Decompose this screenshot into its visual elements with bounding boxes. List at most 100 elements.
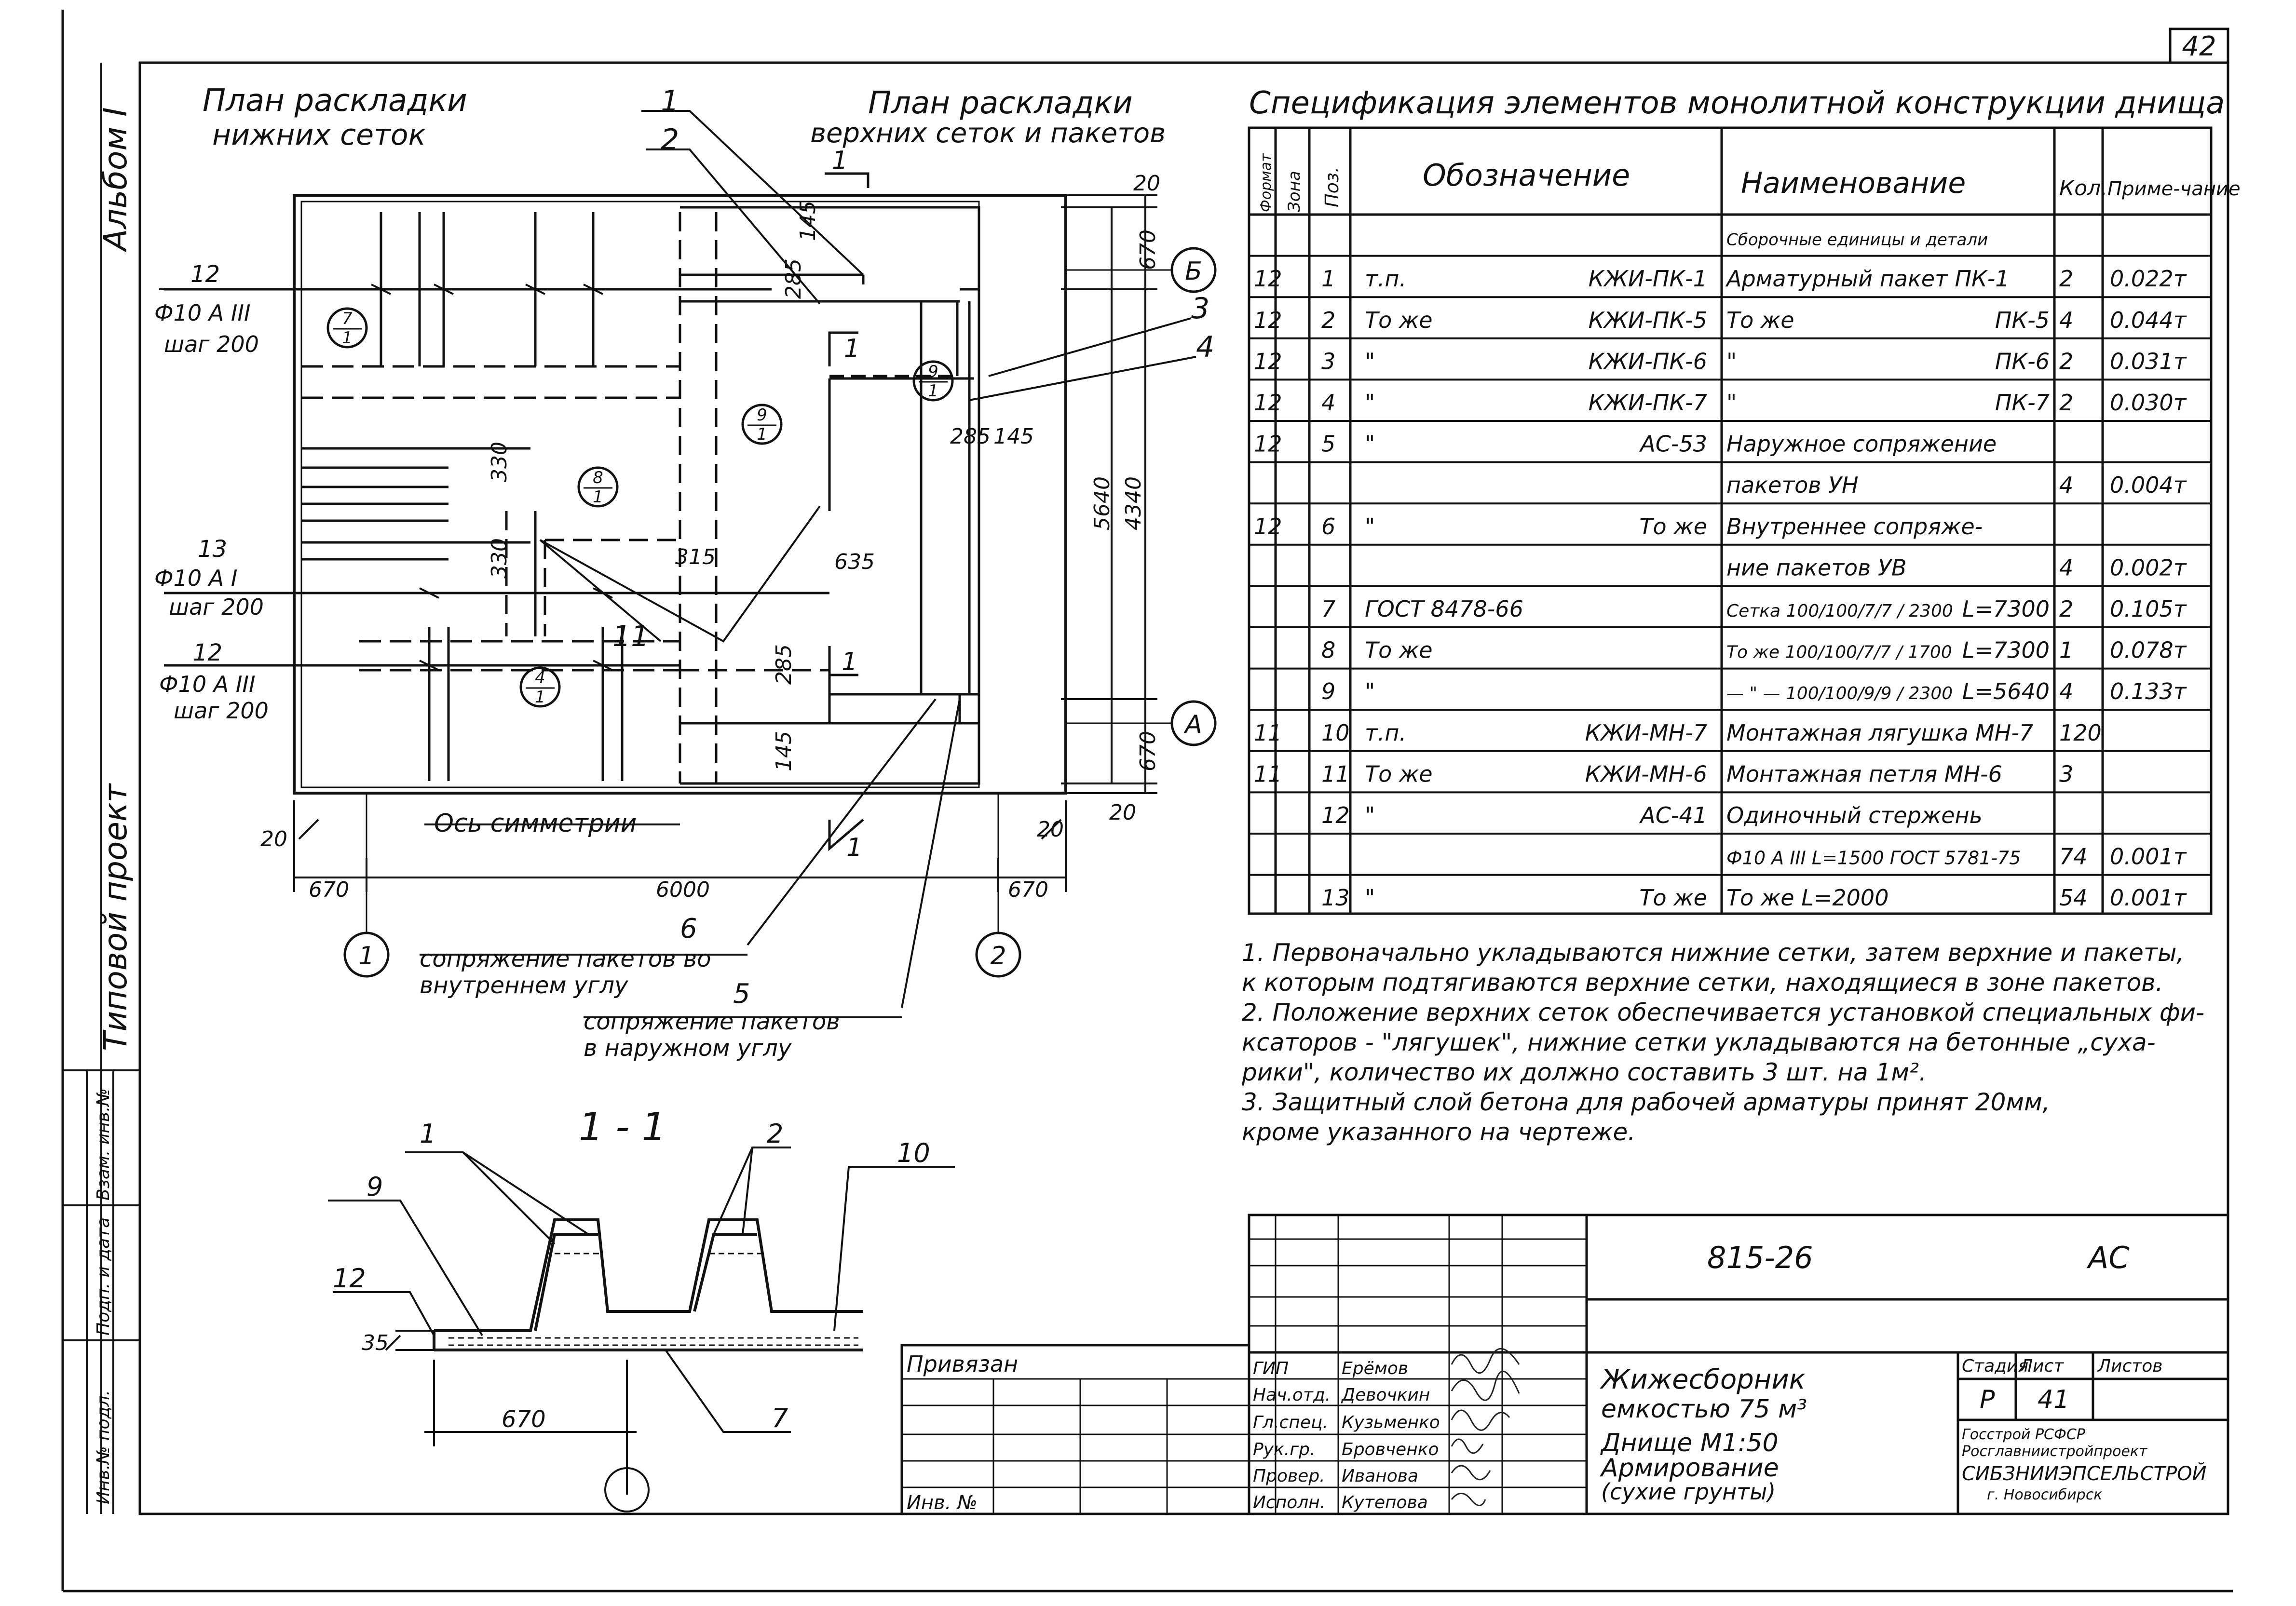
- callout-12a-bar: Ф10 A III: [154, 300, 251, 326]
- tb-staff-name: Иванова: [1342, 1466, 1418, 1486]
- spec-cell-pos: 9: [1321, 678, 1335, 704]
- plan-title-lower-2: нижних сеток: [212, 118, 426, 152]
- spec-cell-desig-r: То же: [1639, 513, 1707, 540]
- dim-330a: 330: [487, 442, 512, 482]
- spec-cell-desig-l: ": [1365, 513, 1375, 540]
- section-mark-1a: 1: [832, 146, 848, 175]
- spec-cell-name-l: ние пакетов УВ: [1726, 554, 1907, 580]
- spec-cell-qty: 2: [2059, 266, 2073, 292]
- callout-12b-step: шаг 200: [174, 698, 269, 724]
- mark-9a-bottom: 1: [757, 425, 767, 444]
- note-line: к которым подтягиваются верхние сетки, н…: [1242, 969, 2163, 997]
- junction-inner-line1: сопряжение пакетов во: [420, 945, 711, 972]
- dim-285b: 285: [950, 424, 991, 449]
- spec-cell-note: 0.002т: [2110, 554, 2187, 580]
- spec-cell-desig-l: ": [1365, 348, 1375, 374]
- tb-staff-role: Исполн.: [1253, 1493, 1325, 1512]
- spec-cell-desig-l: т.п.: [1365, 720, 1406, 746]
- side-stamp-sign: Подп. и дата: [94, 1217, 113, 1336]
- section-mark-1d: 1: [846, 833, 862, 862]
- tb-staff-role: Гл.спец.: [1253, 1413, 1328, 1432]
- spec-cell-note: 0.001т: [2110, 844, 2187, 870]
- callout-12a-step: шаг 200: [164, 331, 259, 357]
- spec-cell-qty: 4: [2059, 472, 2073, 498]
- spec-cell-fmt: 12: [1254, 307, 1282, 333]
- spec-cell-desig-r: КЖИ-ПК-5: [1589, 307, 1707, 333]
- spec-cell-pos: 1: [1321, 266, 1335, 292]
- spec-cell-name-l: Ф10 A III L=1500 ГОСТ 5781-75: [1726, 848, 2021, 869]
- side-stamp-replace: Взам. инв.№: [94, 1088, 113, 1201]
- dim-285a: 285: [781, 258, 806, 299]
- plan-leader-2: 2: [661, 123, 679, 157]
- spec-cell-name-l: — " — 100/100/9/9 / 2300: [1726, 684, 1953, 703]
- section-leader-10: 10: [897, 1138, 930, 1168]
- tb-sheet-title-2: Армирование: [1600, 1454, 1779, 1483]
- spec-cell-pos: 8: [1321, 637, 1335, 663]
- spec-cell-desig-r: КЖИ-ПК-1: [1589, 266, 1707, 292]
- plan-leader-4: 4: [1196, 330, 1214, 364]
- tb-org-2: Росглавниистройпроект: [1962, 1443, 2148, 1460]
- side-stamp-inv: Инв.№ подл.: [94, 1390, 113, 1504]
- spec-cell-note: 0.133т: [2110, 678, 2187, 704]
- spec-cell-name-l: Одиночный стержень: [1726, 802, 1983, 828]
- tb-org-1: Госстрой РСФСР: [1962, 1426, 2086, 1443]
- callout-13-bar: Ф10 A I: [154, 565, 237, 591]
- dim-315: 315: [675, 545, 716, 569]
- spec-cell-qty: 4: [2059, 678, 2073, 704]
- spec-cell-fmt: 12: [1254, 266, 1282, 292]
- dim-145b: 145: [993, 424, 1034, 449]
- spec-cell-desig-r: АС-41: [1639, 802, 1707, 828]
- dim-20b: 20: [1109, 800, 1136, 825]
- section-leader-12: 12: [333, 1263, 366, 1294]
- dim-4340: 4340: [1121, 476, 1146, 530]
- tb-object-2: емкостью 75 м³: [1601, 1395, 1807, 1424]
- dim-145a: 145: [796, 201, 820, 241]
- note-line: рики", количество их должно составить 3 …: [1242, 1058, 1927, 1086]
- mark-9b-top: 9: [928, 362, 938, 381]
- spec-cell-fmt: 12: [1254, 431, 1282, 457]
- spec-cell-pos: 2: [1321, 307, 1335, 333]
- spec-table: Спецификация элементов монолитной констр…: [1248, 85, 2241, 915]
- section-mark-1c: 1: [842, 648, 857, 676]
- spec-cell-note: 0.030т: [2110, 390, 2187, 416]
- note-line: 2. Положение верхних сеток обеспечиваетс…: [1242, 999, 2205, 1026]
- sheet-number-box: [2169, 27, 2229, 64]
- symmetry-axis-label: Ось симметрии: [434, 809, 637, 838]
- dim-285c: 285: [772, 644, 796, 685]
- spec-cell-qty: 54: [2059, 885, 2088, 911]
- spec-cell-desig-r: КЖИ-ПК-6: [1589, 348, 1707, 374]
- spec-cell-fmt: 11: [1254, 720, 1282, 746]
- dim-670d: 670: [1008, 877, 1048, 902]
- spec-header-note: Приме-чание: [2107, 178, 2241, 200]
- callout-12a-num: 12: [190, 261, 220, 288]
- spec-cell-desig-r: КЖИ-МН-6: [1585, 761, 1707, 787]
- spec-cell-fmt: 12: [1254, 513, 1282, 540]
- tb-staff-role: Провер.: [1253, 1466, 1325, 1486]
- spec-cell-pos: 10: [1321, 720, 1350, 746]
- tb-bound-label: Привязан: [907, 1351, 1018, 1377]
- tb-sheet-title-1: Днище М1:50: [1600, 1429, 1779, 1458]
- spec-cell-name-r: L=7300: [1962, 637, 2050, 663]
- spec-cell-fmt: 11: [1254, 761, 1282, 787]
- tb-staff-role: Нач.отд.: [1253, 1385, 1331, 1405]
- spec-cell-pos: 12: [1321, 802, 1350, 828]
- spec-cell-pos: 6: [1321, 513, 1335, 540]
- callout-13-num: 13: [198, 536, 227, 563]
- spec-cell-pos: 4: [1321, 390, 1335, 416]
- plan-leader-3: 3: [1191, 292, 1209, 325]
- spec-cell-desig-l: ": [1365, 431, 1375, 457]
- spec-cell-name-l: Арматурный пакет ПК-1: [1725, 266, 2010, 292]
- spec-cell-name-r: ПК-6: [1995, 348, 2050, 374]
- spec-cell-name-r: ПК-5: [1995, 307, 2050, 333]
- spec-title: Спецификация элементов монолитной констр…: [1249, 85, 2225, 121]
- side-band: Альбом I Типовой проект Инв.№ подл. Подп…: [63, 63, 140, 1514]
- spec-cell-desig-l: ГОСТ 8478-66: [1365, 596, 1523, 622]
- spec-cell-desig-r: То же: [1639, 885, 1707, 911]
- spec-cell-qty: 4: [2059, 307, 2073, 333]
- typical-project-label: Типовой проект: [97, 783, 134, 1051]
- spec-cell-desig-l: То же: [1365, 761, 1433, 787]
- junction-inner-num: 6: [680, 913, 697, 945]
- tb-sheet: 41: [2038, 1385, 2069, 1414]
- axis-bubble-B: Б: [1185, 257, 1202, 286]
